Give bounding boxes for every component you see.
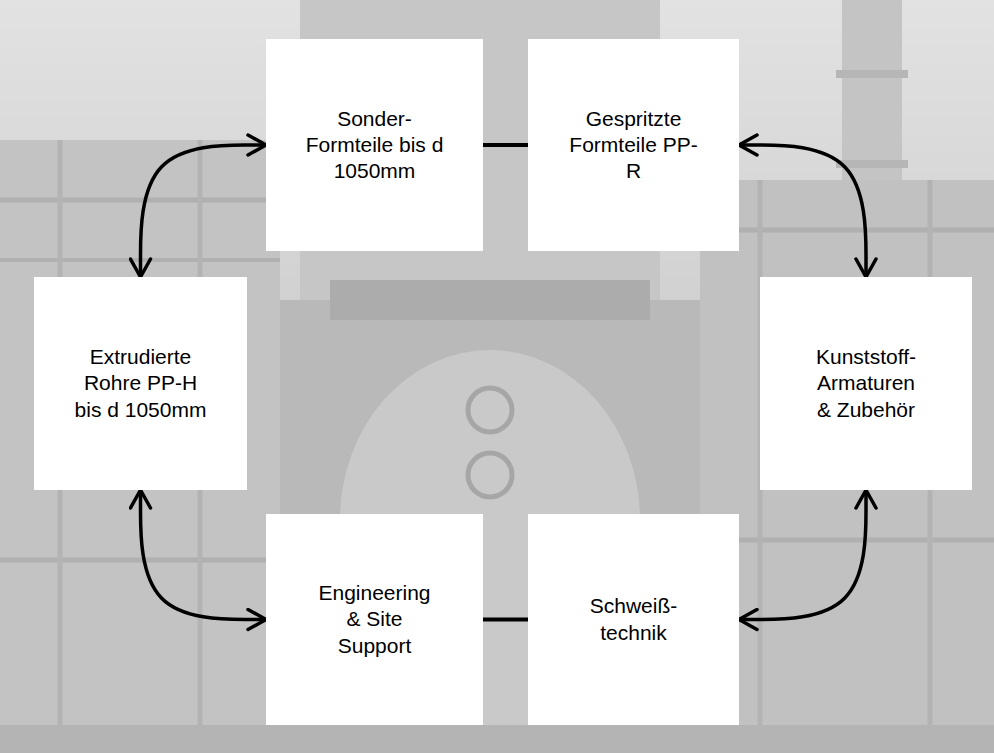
process-box: Sonder- Formteile bis d 1050mm xyxy=(266,39,483,251)
double-arrow xyxy=(739,490,866,620)
box-content: Gespritzte Formteile PP-R xyxy=(569,106,699,185)
double-arrow xyxy=(141,145,267,277)
box-content: Kunststoff- Armaturen & Zubehör xyxy=(811,344,921,423)
box-label: Sonder- Formteile bis d 1050mm xyxy=(305,106,445,185)
process-box: Extrudierte Rohre PP-H bis d 1050mm xyxy=(34,277,247,490)
box-content: Engineering & Site Support xyxy=(315,580,435,659)
process-box: Schweiß- technik xyxy=(528,514,739,725)
connector-line xyxy=(483,618,528,622)
box-label: Extrudierte Rohre PP-H bis d 1050mm xyxy=(71,344,211,423)
connector-line xyxy=(483,143,528,147)
process-box: Kunststoff- Armaturen & Zubehör xyxy=(760,277,972,490)
box-content: Schweiß- technik xyxy=(584,593,684,646)
double-arrow xyxy=(739,145,866,277)
process-box: Gespritzte Formteile PP-R xyxy=(528,39,739,251)
process-box: Engineering & Site Support xyxy=(266,514,483,725)
box-content: Extrudierte Rohre PP-H bis d 1050mm xyxy=(71,344,211,423)
double-arrow xyxy=(141,490,267,620)
box-label: Gespritzte Formteile PP-R xyxy=(569,106,699,185)
box-label: Engineering & Site Support xyxy=(315,580,435,659)
box-label: Kunststoff- Armaturen & Zubehör xyxy=(811,344,921,423)
box-label: Schweiß- technik xyxy=(584,593,684,646)
box-content: Sonder- Formteile bis d 1050mm xyxy=(305,106,445,185)
